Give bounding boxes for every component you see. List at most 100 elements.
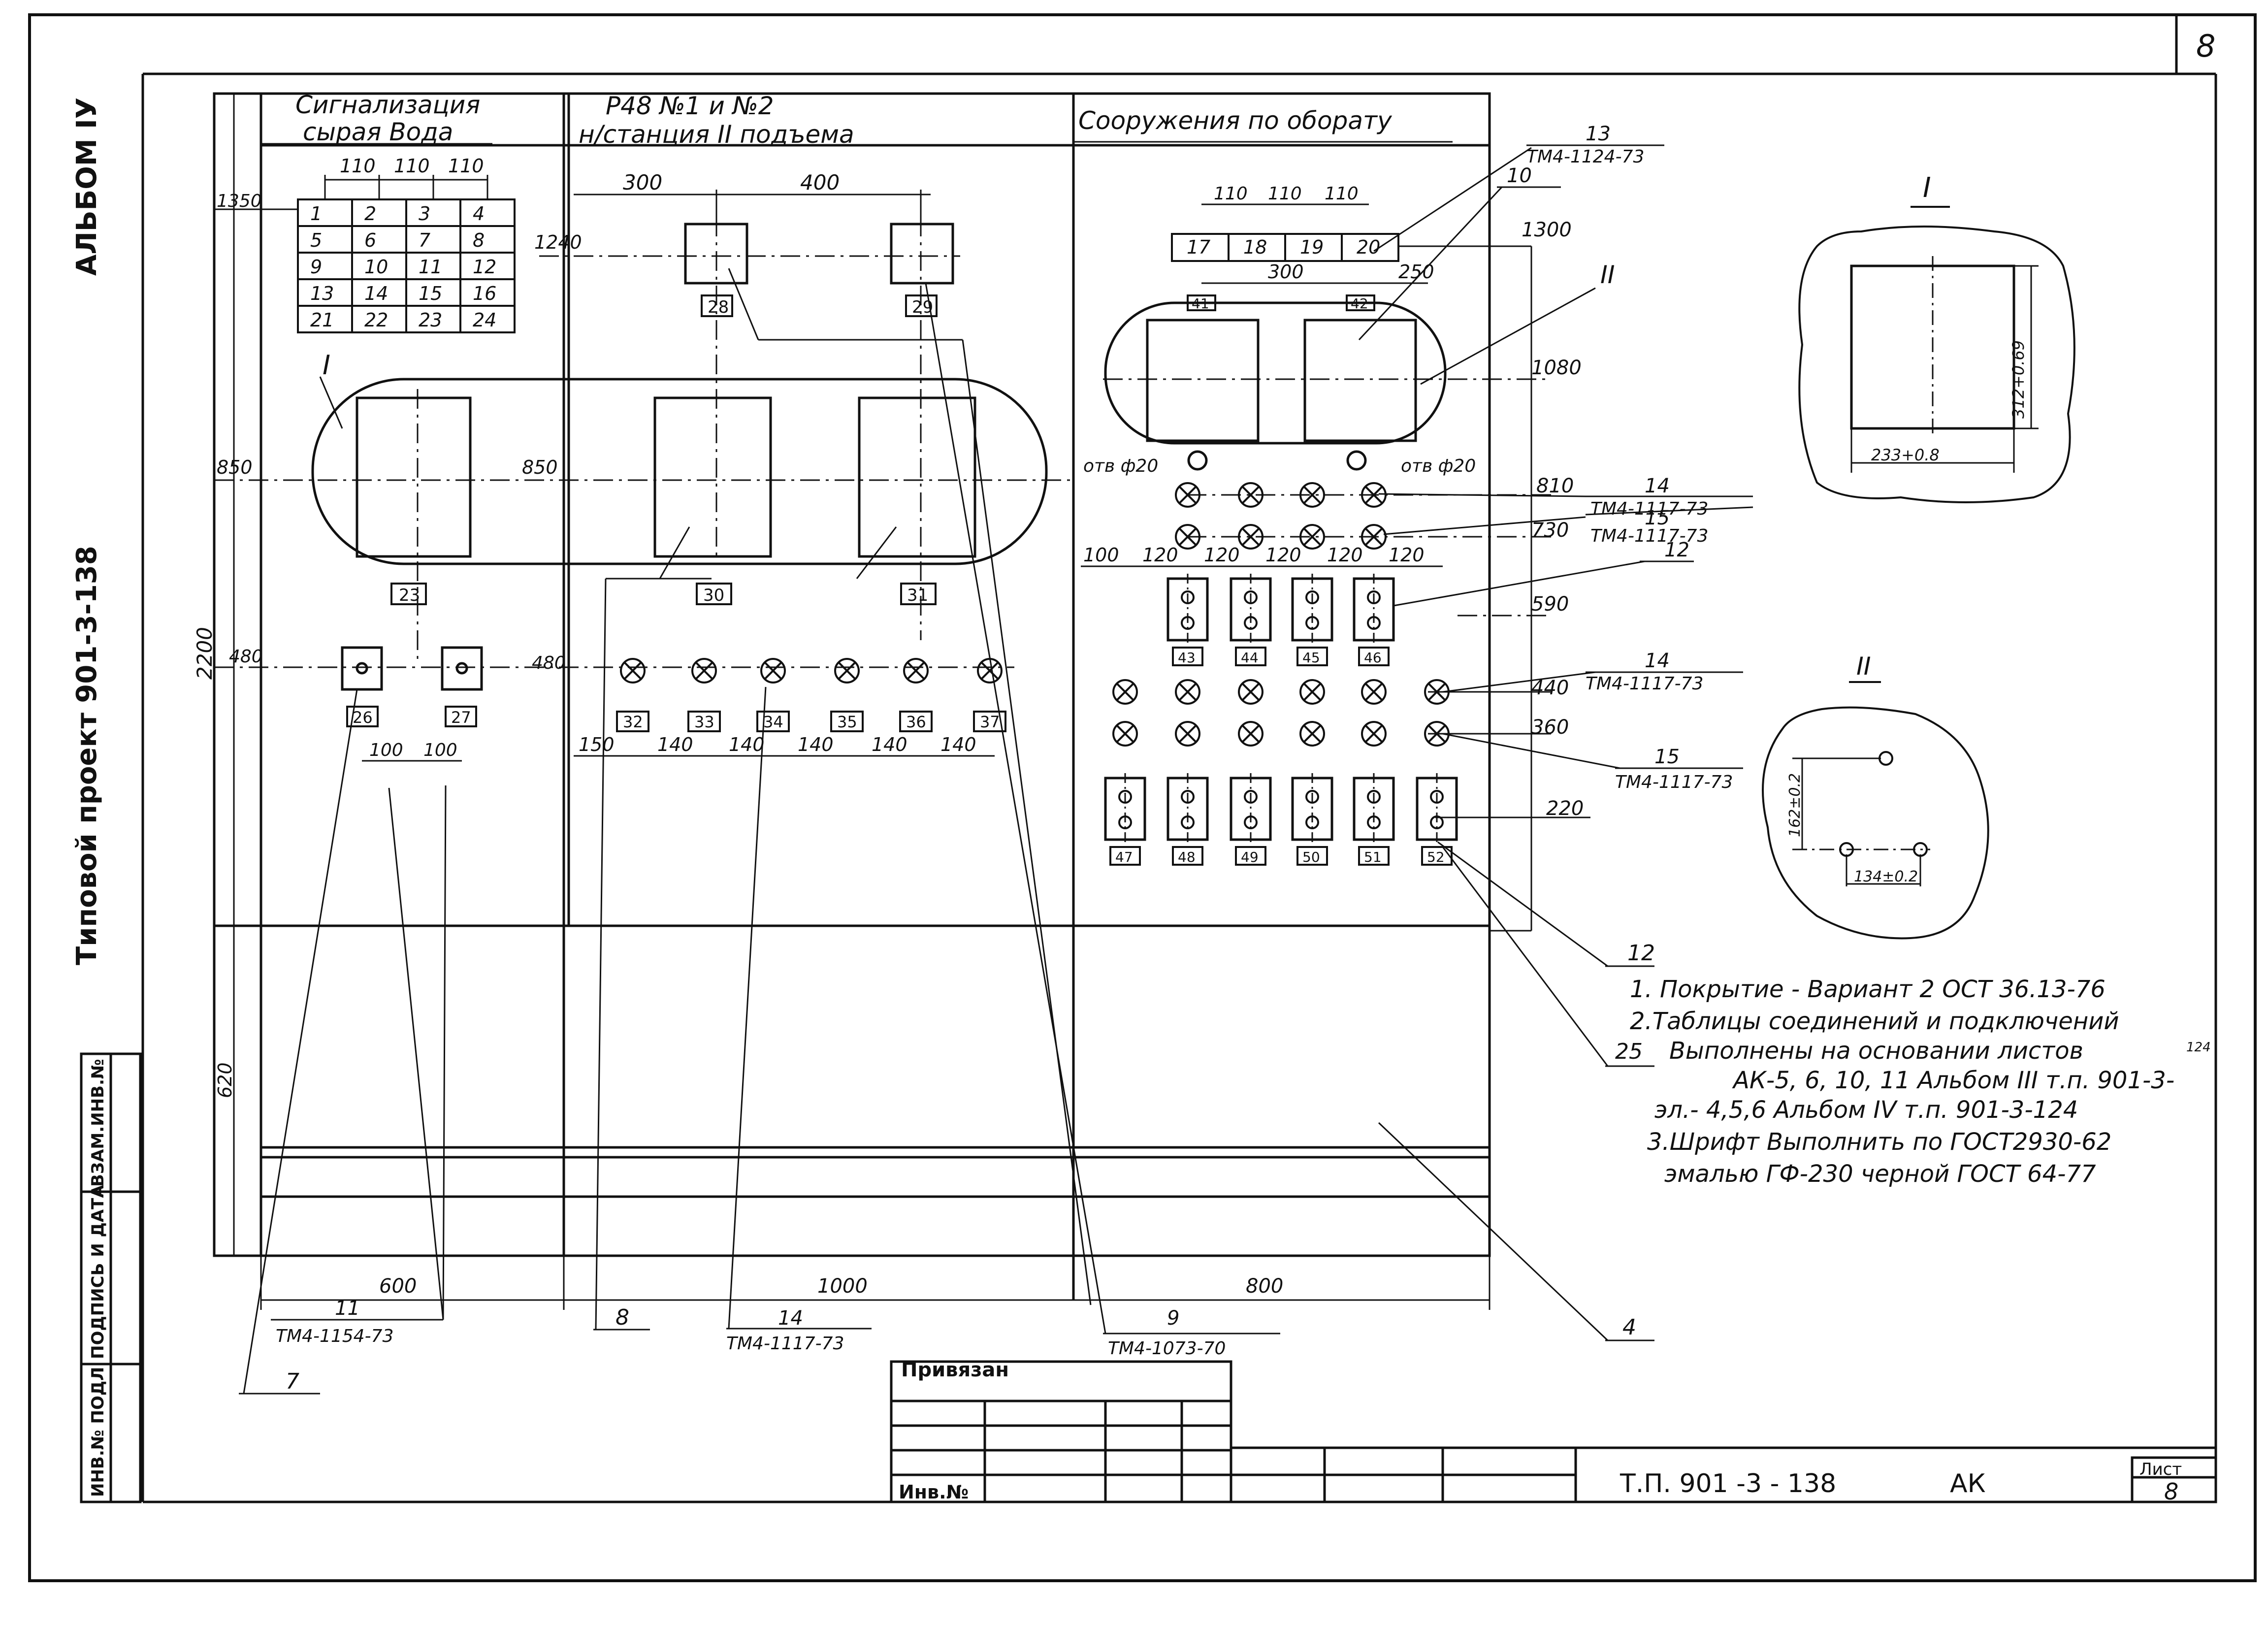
signal-lamp (620, 658, 646, 684)
title-sheet-label: Лист (2139, 1460, 2182, 1479)
device: 47 (1104, 773, 1146, 866)
signal-lamp (1299, 721, 1325, 747)
terminal-cell: 11 (419, 256, 442, 278)
signal-lamp (1175, 524, 1200, 550)
svg-text:ТМ4-1117-73: ТМ4-1117-73 (1590, 526, 1708, 546)
title-doc-code: Т.П. 901 -3 - 138 (1620, 1469, 1836, 1498)
callout-12a: 12 (1393, 539, 1694, 607)
instrument-31 (858, 396, 976, 558)
window-label-II-leader (1420, 287, 1596, 385)
device: 44 (1230, 574, 1272, 666)
terminal-cell: 10 (364, 256, 388, 278)
device: 50 (1291, 773, 1333, 866)
terminal-cell: 9 (310, 256, 322, 278)
spacing-100-2: 100 (423, 740, 457, 760)
title-inv: Инв.№ (899, 1481, 969, 1503)
col3-dim-590: 590 (1531, 593, 1569, 616)
device-box-26 (341, 646, 383, 691)
label-box: 32 (616, 711, 649, 732)
svg-text:ТМ4-1117-73: ТМ4-1117-73 (1590, 499, 1708, 519)
svg-text:162±0.2: 162±0.2 (1786, 773, 1804, 837)
svg-text:8: 8 (616, 1305, 629, 1330)
signal-lamp (834, 658, 860, 684)
header-col3-line1: Сооружения по оборату (1078, 106, 1393, 135)
svg-text:10: 10 (1507, 164, 1532, 187)
svg-text:42: 42 (1351, 295, 1368, 312)
svg-text:ТМ4-1117-73: ТМ4-1117-73 (1586, 674, 1703, 694)
svg-text:ТМ4-1124-73: ТМ4-1124-73 (1526, 147, 1644, 167)
signal-lamp (1361, 524, 1387, 550)
svg-text:48: 48 (1178, 849, 1196, 865)
dim-620: 620 (214, 1062, 236, 1098)
devices-43-46: 43 44 45 46 (1166, 574, 1395, 666)
terminal-cell: 6 (364, 229, 376, 251)
svg-text:134±0.2: 134±0.2 (1854, 868, 1918, 885)
terminal-grid (297, 198, 516, 333)
svg-text:34: 34 (763, 713, 783, 731)
svg-text:12: 12 (1627, 941, 1655, 966)
spacing-120-label: 120 (1265, 544, 1301, 566)
window-cutout-II (1104, 301, 1447, 445)
note-superscript: 124 (2186, 1040, 2211, 1055)
note-2d: эл.- 4,5,6 Альбом IV т.п. 901-3-124 (1654, 1096, 2078, 1124)
terminal-17: 17 (1187, 236, 1210, 258)
header-col1-line2: сырая Вода (303, 118, 453, 146)
label-box-26: 26 (346, 706, 379, 727)
callout-15a: 15 ТМ4-1117-73 (1383, 506, 1753, 546)
terminal-cell: 7 (419, 229, 430, 251)
svg-text:51: 51 (1364, 849, 1382, 865)
device-27-hole (455, 662, 468, 675)
terminal-cell: 15 (419, 283, 442, 304)
signal-lamp (1175, 482, 1200, 508)
callout-13: 13 ТМ4-1124-73 (1373, 123, 1664, 252)
terminal-cell: 12 (473, 256, 496, 278)
terminal-cell: 23 (419, 309, 442, 331)
callout-14a: 14 ТМ4-1117-73 (1378, 475, 1753, 519)
detail-I: I 312+0.69 233+0.8 (1798, 172, 2075, 503)
svg-text:9: 9 (1167, 1307, 1179, 1330)
panel-outline (213, 92, 1491, 1257)
terminal-cell: 8 (473, 229, 485, 251)
col3-dim-730: 730 (1531, 519, 1569, 542)
terminal-cell: 5 (310, 229, 322, 251)
dim-2200: 2200 (193, 627, 217, 680)
signal-lamp (1175, 721, 1200, 747)
note-3a: 3.Шрифт Выполнить по ГОСТ2930-62 (1647, 1128, 2111, 1156)
bottom-width-600: 600 (379, 1275, 417, 1298)
label-box: 33 (687, 711, 721, 732)
dim-1240: 1240 (534, 231, 582, 253)
svg-text:49: 49 (1241, 849, 1259, 865)
header-col2-line2: н/станция II подъема (579, 120, 854, 149)
callout-14b: 14 ТМ4-1117-73 (1442, 650, 1743, 694)
top-dim-300: 300 (623, 170, 662, 195)
label-box: 35 (830, 711, 864, 732)
svg-text:37: 37 (980, 713, 1000, 731)
svg-text:46: 46 (1364, 650, 1382, 666)
spacing-140-label: 140 (729, 734, 765, 755)
detail-II: II 162±0.2 134±0.2 (1762, 652, 1989, 940)
bottom-width-800: 800 (1246, 1275, 1283, 1298)
terminal-20: 20 (1357, 236, 1380, 258)
device: 43 (1166, 574, 1209, 666)
devices-47-52: 47 48 49 50 51 52 (1104, 773, 1458, 866)
device: 49 (1230, 773, 1272, 866)
signal-lamp (1361, 482, 1387, 508)
svg-text:52: 52 (1427, 849, 1445, 865)
bottom-width-1000: 1000 (817, 1275, 868, 1298)
svg-text:44: 44 (1241, 650, 1259, 666)
signal-lamp (977, 658, 1003, 684)
note-2a: 2.Таблицы соединений и подключений (1630, 1008, 2119, 1035)
col3-dim-360: 360 (1531, 716, 1569, 739)
terminal-cell: 1 (310, 203, 322, 225)
signal-lamp (1361, 721, 1387, 747)
terminal-19: 19 (1300, 236, 1324, 258)
svg-text:25: 25 (1615, 1039, 1643, 1064)
svg-text:II: II (1856, 652, 1871, 681)
grid-dim-1: 110 (340, 155, 376, 177)
spacing-120-label: 120 (1204, 544, 1240, 566)
svg-text:45: 45 (1302, 650, 1320, 666)
note-2b: Выполнены на основании листов (1669, 1037, 2083, 1065)
spacing-140-label: 150 (579, 734, 615, 755)
